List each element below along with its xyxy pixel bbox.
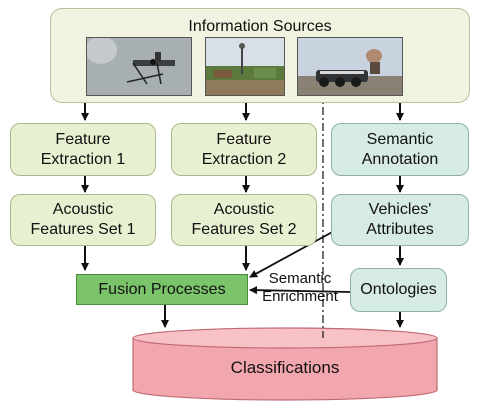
acoustic-features-1-line1: Acoustic <box>52 201 114 218</box>
information-sources-title: Information Sources <box>188 18 332 35</box>
classifications-cylinder <box>132 327 438 401</box>
ontologies-box: Ontologies <box>350 268 447 312</box>
acoustic-features-2-box: Acoustic Features Set 2 <box>171 194 317 246</box>
vehicle-attributes-line1: Vehicles' <box>368 201 432 218</box>
feature-extraction-2-line2: Extraction 2 <box>201 150 287 168</box>
semantic-enrichment-line1: Semantic <box>268 270 332 287</box>
feature-extraction-2-line1: Feature <box>216 130 272 148</box>
acoustic-features-2-line2: Features Set 2 <box>191 221 297 238</box>
semantic-annotation-box: Semantic Annotation <box>331 123 469 176</box>
feature-extraction-1-line2: Extraction 1 <box>40 150 126 168</box>
arrow-ont-fusion <box>249 286 351 295</box>
vehicle-attributes-box: Vehicles' Attributes <box>331 194 469 246</box>
fusion-processes-box: Fusion Processes <box>76 274 248 305</box>
classifications-label: Classifications <box>230 358 340 377</box>
feature-extraction-1-line1: Feature <box>55 130 111 148</box>
feature-extraction-1-box: Feature Extraction 1 <box>10 123 156 176</box>
source-photo-3 <box>297 37 403 96</box>
vehicle-attributes-line2: Attributes <box>366 221 434 238</box>
feature-extraction-2-box: Feature Extraction 2 <box>171 123 317 176</box>
semantic-annotation-line1: Semantic <box>366 130 434 148</box>
fusion-processes-label: Fusion Processes <box>98 280 226 298</box>
source-photo-1 <box>86 37 192 96</box>
acoustic-features-2-line1: Acoustic <box>213 201 275 218</box>
semantic-enrichment-label: Semantic Enrichment <box>250 270 350 306</box>
semantic-annotation-line2: Annotation <box>361 150 439 168</box>
ontologies-label: Ontologies <box>360 281 437 298</box>
semantic-enrichment-line2: Enrichment <box>262 288 338 305</box>
acoustic-features-1-line2: Features Set 1 <box>30 221 136 238</box>
source-photo-2 <box>205 37 285 96</box>
arrow-va-fusion <box>249 229 337 278</box>
acoustic-features-1-box: Acoustic Features Set 1 <box>10 194 156 246</box>
